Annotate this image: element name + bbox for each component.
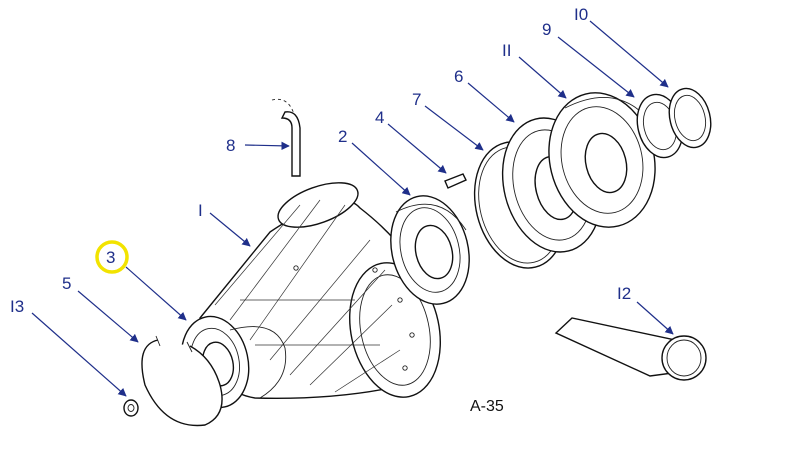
leader-6: [467, 82, 515, 123]
callout-label-5: 5: [62, 274, 71, 293]
leader-13: [31, 312, 127, 397]
leader-12: [636, 301, 674, 335]
leader-10: [589, 20, 669, 88]
sheet-label: A-35: [470, 398, 504, 415]
callout-label-7: 7: [412, 90, 421, 109]
leader-lines: [31, 20, 674, 397]
callout-label-11: II: [502, 41, 511, 60]
leader-8: [244, 141, 290, 151]
part-11-flange: [548, 92, 656, 228]
leader-3: [125, 266, 187, 321]
callout-label-2: 2: [338, 127, 347, 146]
part-2-bearing: [390, 195, 470, 305]
leader-11: [518, 56, 567, 99]
callout-labels: I 2 3 4 5 6 7 8 9 I0 II I2 I3: [10, 5, 631, 316]
callout-label-8: 8: [226, 136, 235, 155]
callout-label-10: I0: [574, 5, 588, 24]
leader-7: [424, 105, 484, 151]
leader-4: [387, 123, 447, 174]
callout-label-13: I3: [10, 297, 24, 316]
part-13-washer: [123, 399, 139, 417]
callout-label-1: I: [198, 201, 203, 220]
part-4-clip: [444, 173, 467, 189]
callout-label-9: 9: [542, 20, 551, 39]
part-12-grease-tube: [554, 317, 707, 381]
leader-5: [77, 290, 139, 343]
callout-label-4: 4: [375, 108, 384, 127]
callout-3-highlight-ring: [95, 240, 129, 274]
part-10-seal-ring: [668, 87, 712, 149]
callout-label-3: 3: [106, 248, 115, 267]
callout-label-6: 6: [454, 67, 463, 86]
leader-1: [209, 212, 251, 247]
part-5-retaining-ring: [141, 335, 223, 427]
callout-label-12: I2: [617, 284, 631, 303]
part-1-conical-housing: [199, 182, 442, 399]
leader-2: [351, 142, 411, 196]
part-8-bent-rod: [271, 98, 301, 177]
leader-9: [557, 36, 635, 98]
